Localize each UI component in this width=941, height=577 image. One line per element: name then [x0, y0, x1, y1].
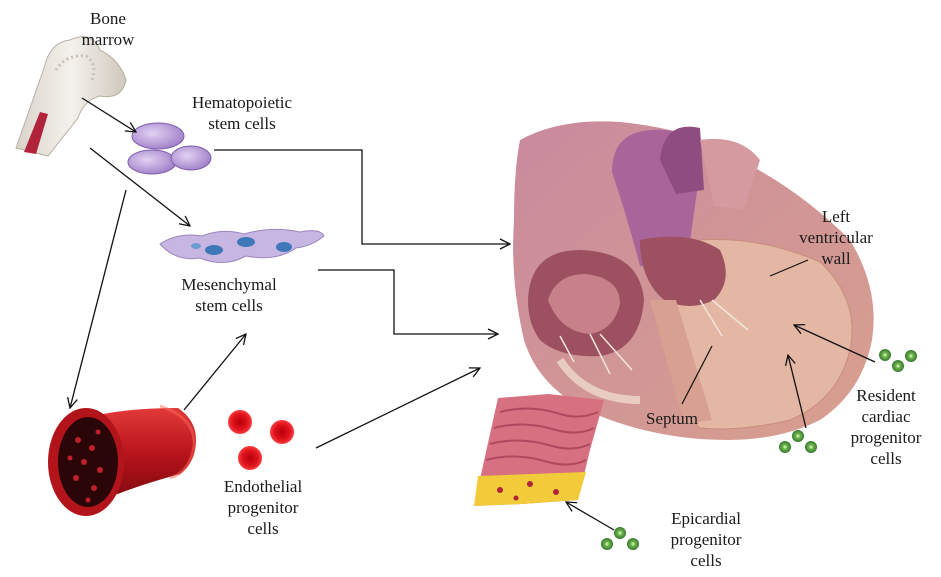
- arrow-epc-to-heart: [316, 368, 480, 448]
- arrow-epicardial-to-patch: [566, 502, 614, 530]
- epicardial-tissue-patch: [474, 394, 604, 506]
- arrow-hsc-to-heart: [214, 150, 510, 244]
- bone-marrow-illustration: [16, 37, 126, 156]
- arrow-msc-to-heart: [318, 270, 498, 334]
- blood-vessel: [48, 406, 196, 516]
- epicardial-progenitor-cells: [601, 527, 639, 550]
- heart-cross-section: [513, 121, 874, 440]
- arrow-bone-to-hsc: [82, 98, 136, 132]
- label-septum: Septum: [632, 408, 712, 429]
- arrow-vessel-to-msc: [184, 334, 246, 410]
- red-blood-cells: [228, 410, 294, 470]
- mesenchymal-cells: [160, 229, 324, 262]
- arrow-bone-to-vessel: [70, 190, 126, 408]
